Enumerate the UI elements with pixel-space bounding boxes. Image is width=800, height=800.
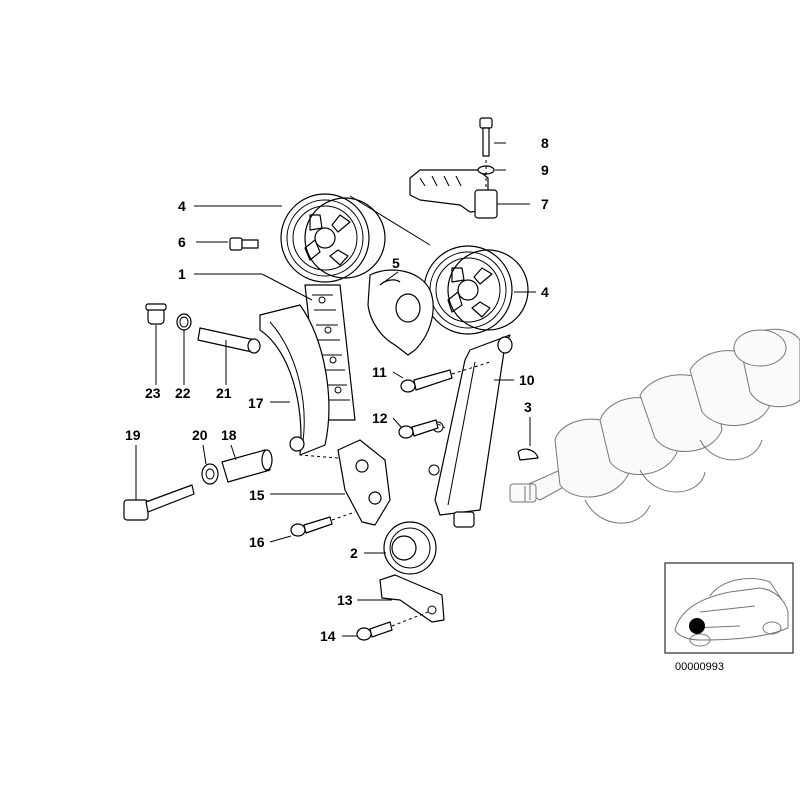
guide-piece <box>337 439 391 526</box>
sleeve-18 <box>221 449 273 483</box>
callout-11: 11 <box>372 364 387 380</box>
callout-10: 10 <box>519 372 535 388</box>
chain-tensioner <box>409 169 498 219</box>
bolt-12 <box>398 419 439 439</box>
callout-3: 3 <box>524 399 532 415</box>
crankshaft-sprocket <box>383 521 437 575</box>
bolt-11 <box>400 369 453 393</box>
crankshaft <box>509 328 800 524</box>
callout-5: 5 <box>392 255 400 271</box>
callout-1: 1 <box>178 266 186 282</box>
tensioner-bolt <box>479 117 493 157</box>
chain-guide-lower <box>379 574 445 623</box>
impulse-wheel <box>367 269 434 356</box>
callout-15: 15 <box>249 487 265 503</box>
bolt-6 <box>229 237 259 251</box>
callout-23: 23 <box>145 385 161 401</box>
callout-2: 2 <box>350 545 358 561</box>
callout-4-right: 4 <box>541 284 549 300</box>
callout-9: 9 <box>541 162 549 178</box>
seal-ring-22 <box>176 313 192 331</box>
bolt-16 <box>290 516 333 537</box>
bolt-19 <box>123 484 195 521</box>
washer-20 <box>201 463 219 485</box>
camshaft-sprocket-left <box>280 193 386 283</box>
screw-plug-23 <box>145 303 167 325</box>
callout-8: 8 <box>541 135 549 151</box>
callout-22: 22 <box>175 385 191 401</box>
leader-lines <box>135 142 536 637</box>
callout-20: 20 <box>192 427 208 443</box>
camshaft-sprocket-right <box>423 245 529 335</box>
callout-19: 19 <box>125 427 141 443</box>
callout-14: 14 <box>320 628 336 644</box>
callout-6: 6 <box>178 234 186 250</box>
callout-4-left: 4 <box>178 198 186 214</box>
guide-rail <box>428 334 513 528</box>
callouts: 4 6 1 5 8 9 7 4 11 10 3 12 17 23 22 21 1… <box>125 135 549 644</box>
callout-18: 18 <box>221 427 237 443</box>
assembly-lines <box>299 160 491 627</box>
callout-17: 17 <box>248 395 264 411</box>
callout-7: 7 <box>541 196 549 212</box>
bolt-14 <box>356 621 393 641</box>
callout-21: 21 <box>216 385 232 401</box>
vehicle-thumbnail <box>664 562 794 654</box>
callout-16: 16 <box>249 534 265 550</box>
diagram-code: 00000993 <box>675 661 724 673</box>
callout-12: 12 <box>372 410 388 426</box>
location-marker <box>689 618 705 634</box>
pin-21 <box>197 327 261 354</box>
tensioner-rail <box>259 304 330 456</box>
woodruff-key <box>517 448 539 461</box>
callout-13: 13 <box>337 592 353 608</box>
